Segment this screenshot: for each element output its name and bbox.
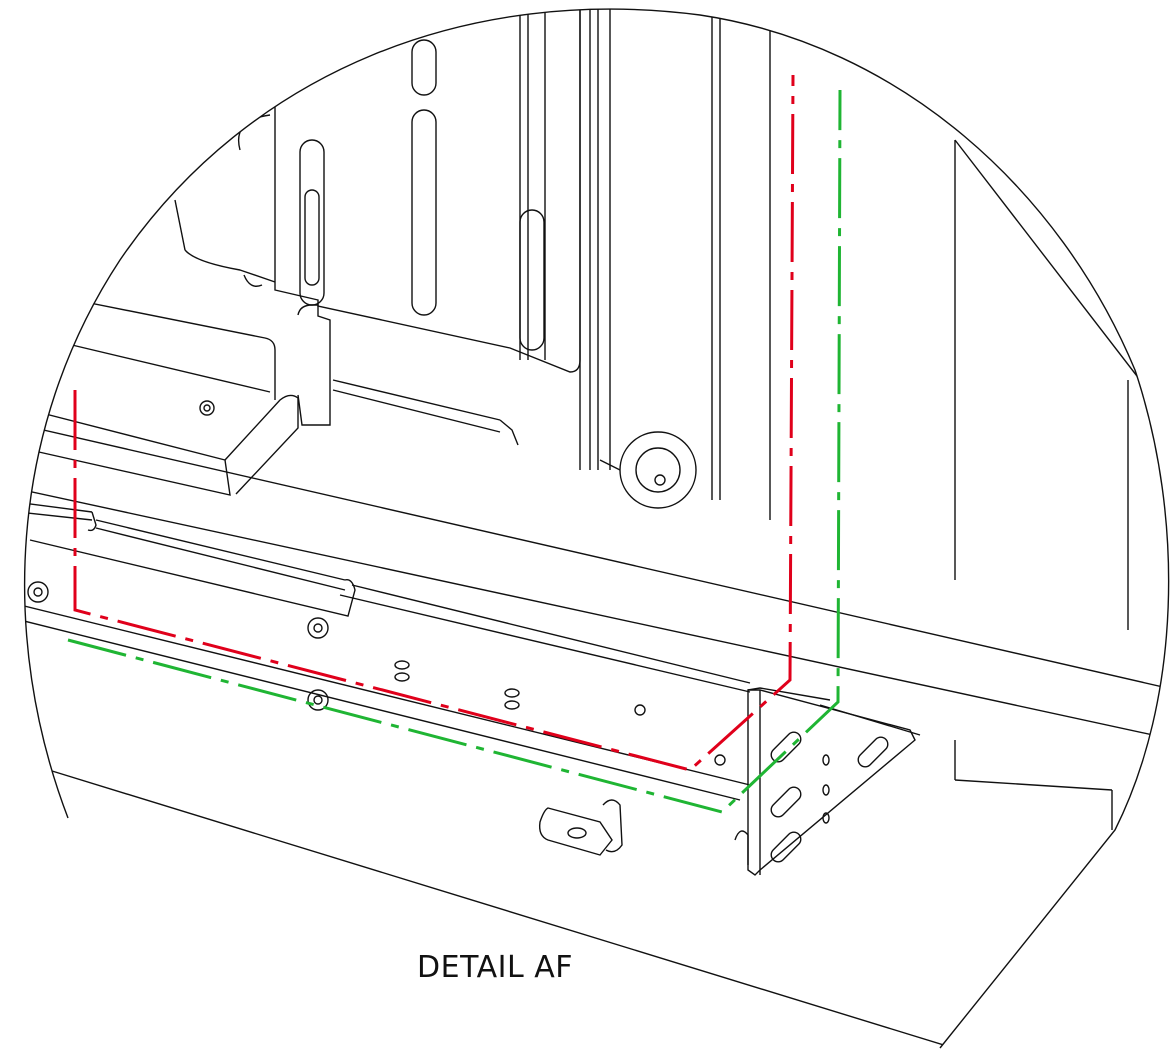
route-green (67, 89, 842, 814)
route-red (73, 74, 795, 772)
left-bracket (29, 299, 331, 496)
horizontal-rail (24, 379, 1169, 1049)
mounting-tab (538, 799, 623, 856)
detail-caption: DETAIL AF (417, 950, 573, 985)
vertical-panel (519, 9, 1141, 830)
detail-boundary (23, 8, 1170, 1049)
end-bracket (734, 687, 921, 876)
slotted-plate (174, 9, 581, 373)
